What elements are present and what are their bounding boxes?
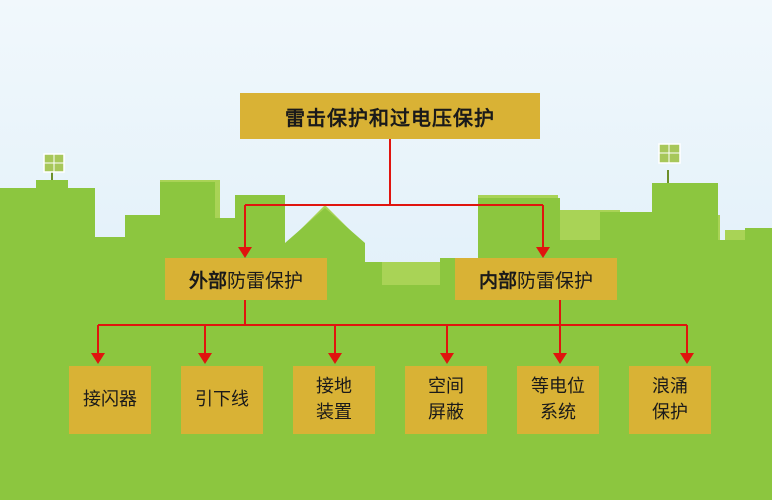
leaf-down-conductor: 引下线 <box>181 366 263 434</box>
leaf-label: 等电位 系统 <box>531 376 585 423</box>
arrowhead-leaf-4 <box>553 353 567 364</box>
arrowhead-internal <box>536 247 550 258</box>
arrowhead-leaf-5 <box>680 353 694 364</box>
leaf-label: 浪涌 保护 <box>652 376 688 423</box>
arrowhead-leaf-1 <box>198 353 212 364</box>
branch-external-rest: 防雷保护 <box>227 269 304 292</box>
leaf-label: 接闪器 <box>83 389 137 410</box>
branch-external-bold: 外部 <box>188 269 227 292</box>
branch-internal: 内部防雷保护 <box>455 258 617 300</box>
leaf-label: 接地 装置 <box>316 376 352 423</box>
branch-external: 外部防雷保护 <box>165 258 327 300</box>
leaf-air-terminal: 接闪器 <box>69 366 151 434</box>
solar-panel-icon-left <box>43 153 65 180</box>
arrowhead-leaf-0 <box>91 353 105 364</box>
leaf-equipotential-system: 等电位 系统 <box>517 366 599 434</box>
solar-panel-icon-right <box>658 143 681 183</box>
arrowhead-leaf-2 <box>328 353 342 364</box>
leaf-label: 引下线 <box>195 389 249 410</box>
connector-lines <box>97 139 688 355</box>
root-label: 雷击保护和过电压保护 <box>285 105 495 130</box>
arrowhead-leaf-3 <box>440 353 454 364</box>
leaf-surge-protection: 浪涌 保护 <box>629 366 711 434</box>
leaf-label: 空间 屏蔽 <box>428 376 464 423</box>
root-node: 雷击保护和过电压保护 <box>240 93 540 139</box>
branch-internal-bold: 内部 <box>478 269 517 292</box>
leaf-space-shielding: 空间 屏蔽 <box>405 366 487 434</box>
arrowhead-external <box>238 247 252 258</box>
branch-internal-rest: 防雷保护 <box>517 269 594 292</box>
connector-arrowheads <box>91 247 694 364</box>
leaf-grounding-device: 接地 装置 <box>293 366 375 434</box>
